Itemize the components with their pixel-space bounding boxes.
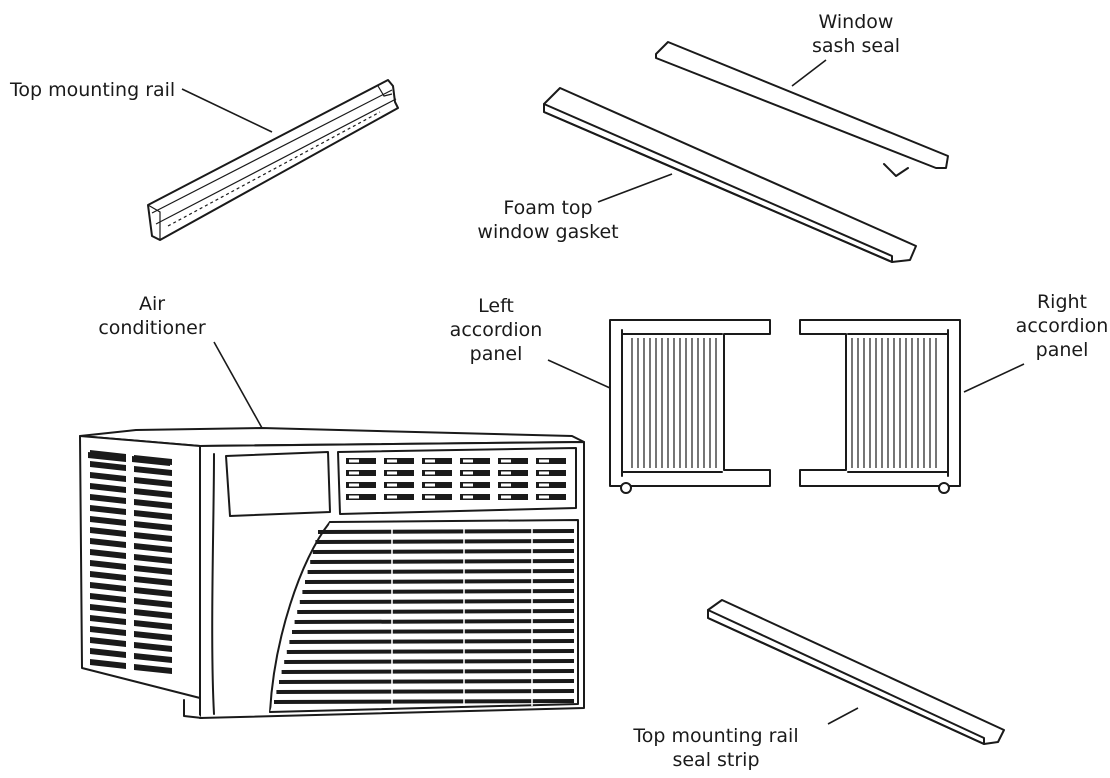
- label-right-accordion-panel: Right accordion panel: [1015, 291, 1109, 361]
- left-accordion-panel-leader: [547, 359, 611, 389]
- label-foam-top-window-gasket: Foam top window gasket: [477, 197, 619, 243]
- right-accordion-panel-leader: [963, 363, 1025, 393]
- label-left-accordion-panel: Left accordion panel: [449, 295, 543, 365]
- air-conditioner-leader: [213, 341, 263, 429]
- top-mounting-rail-leader: [181, 88, 273, 133]
- label-window-sash-seal: Window sash seal: [811, 11, 901, 57]
- foam-top-window-gasket-leader: [597, 173, 673, 203]
- right-accordion-panel-part: [799, 319, 1025, 494]
- left-accordion-panel-part: [547, 319, 771, 494]
- label-top-mounting-rail: Top mounting rail: [10, 79, 176, 101]
- top-mounting-rail-part: [147, 79, 399, 241]
- top-mounting-rail-seal-strip-part: [707, 599, 1005, 745]
- window-sash-seal-leader: [791, 59, 827, 87]
- window-sash-seal-part: [655, 41, 949, 177]
- top-mounting-rail-seal-strip-leader: [827, 707, 859, 725]
- foam-top-window-gasket-part: [543, 87, 917, 263]
- label-top-mounting-rail-seal-strip: Top mounting rail seal strip: [633, 725, 799, 771]
- label-air-conditioner: Air conditioner: [98, 293, 206, 339]
